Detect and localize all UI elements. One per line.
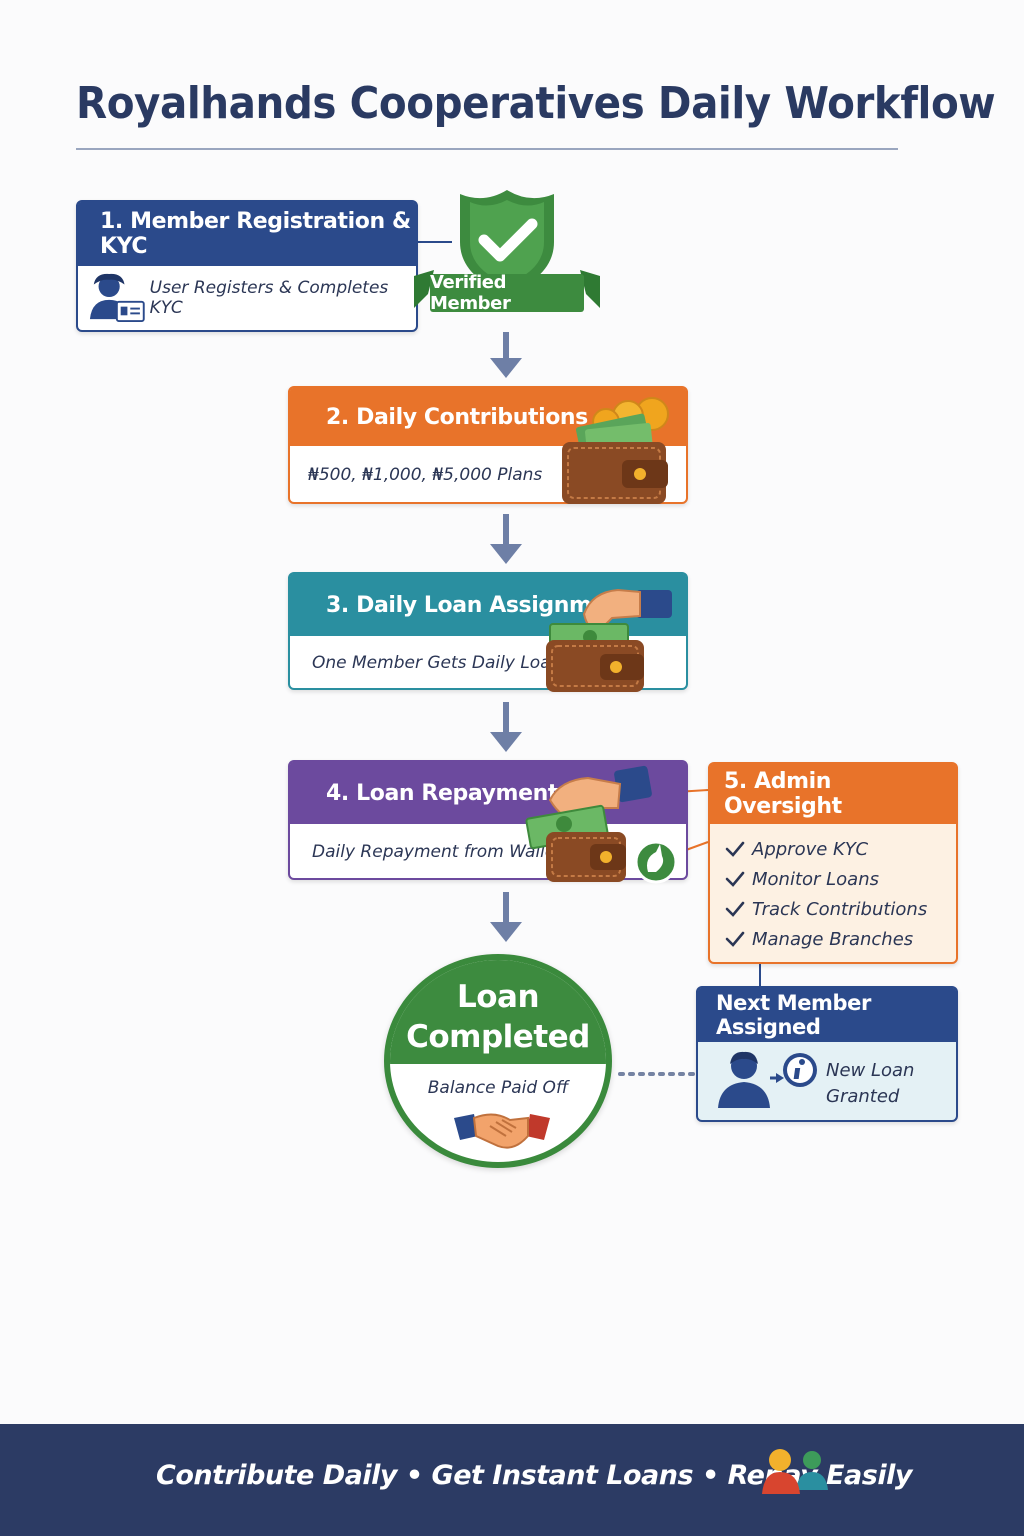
checkmark-icon <box>725 871 745 887</box>
wallet-coins-icon <box>562 397 669 504</box>
step-1-text: User Registers & Completes KYC <box>149 278 389 318</box>
admin-task: Track Contributions <box>724 894 956 924</box>
step-4-text: Daily Repayment from Wallet <box>312 842 563 862</box>
footer-banner: Contribute Daily • Get Instant Loans • R… <box>0 1424 1024 1536</box>
admin-task: Approve KYC <box>724 834 956 864</box>
verified-member-badge: Verified Member <box>414 190 600 318</box>
admin-task: Monitor Loans <box>724 864 956 894</box>
page-title: Royalhands Cooperatives Daily Workflow <box>76 78 996 129</box>
completed-title-line2: Completed <box>406 1019 590 1055</box>
step-3-text: One Member Gets Daily Loan <box>312 653 562 673</box>
admin-heading: 5. Admin Oversight <box>710 764 956 824</box>
flow-arrow-3 <box>490 702 522 752</box>
flow-arrow-4 <box>490 892 522 942</box>
user-info-icon <box>718 1051 817 1108</box>
hand-cash-wallet-icon <box>546 588 672 692</box>
completed-title-line1: Loan <box>456 979 540 1015</box>
handshake-icon <box>454 1113 550 1149</box>
next-member-card: Next Member Assigned New Loan Granted <box>696 986 958 1122</box>
admin-task-label: Track Contributions <box>752 898 928 920</box>
admin-task-list: Approve KYC Monitor Loans Track Contribu… <box>710 824 956 954</box>
checkmark-icon <box>725 841 745 857</box>
admin-task-label: Approve KYC <box>752 838 869 860</box>
flow-arrow-2 <box>490 514 522 564</box>
admin-task: Manage Branches <box>724 924 956 954</box>
people-icon <box>762 1449 828 1494</box>
id-card-user-icon <box>89 273 145 323</box>
completed-subtitle: Balance Paid Off <box>427 1078 569 1098</box>
step-1-card: 1. Member Registration & KYC User Regist… <box>76 200 418 332</box>
shield-check-icon <box>414 190 600 312</box>
step-1-heading: 1. Member Registration & KYC <box>78 202 416 266</box>
next-member-heading: Next Member Assigned <box>698 988 956 1042</box>
repayment-wallet-icon <box>525 765 678 884</box>
admin-oversight-card: 5. Admin Oversight Approve KYC Monitor L… <box>708 762 958 964</box>
checkmark-icon <box>725 931 745 947</box>
next-member-text-line1: New Loan <box>826 1060 915 1081</box>
verified-member-label: Verified Member <box>430 272 511 314</box>
next-member-text-line2: Granted <box>826 1086 900 1107</box>
admin-task-label: Manage Branches <box>752 928 914 950</box>
step-2-text: ₦500, ₦1,000, ₦5,000 Plans <box>308 465 543 485</box>
flow-arrow-1 <box>490 332 522 378</box>
admin-task-label: Monitor Loans <box>752 868 880 890</box>
checkmark-icon <box>725 901 745 917</box>
loan-completed-badge: Loan Completed Balance Paid Off <box>384 954 612 1168</box>
title-divider <box>76 148 898 150</box>
